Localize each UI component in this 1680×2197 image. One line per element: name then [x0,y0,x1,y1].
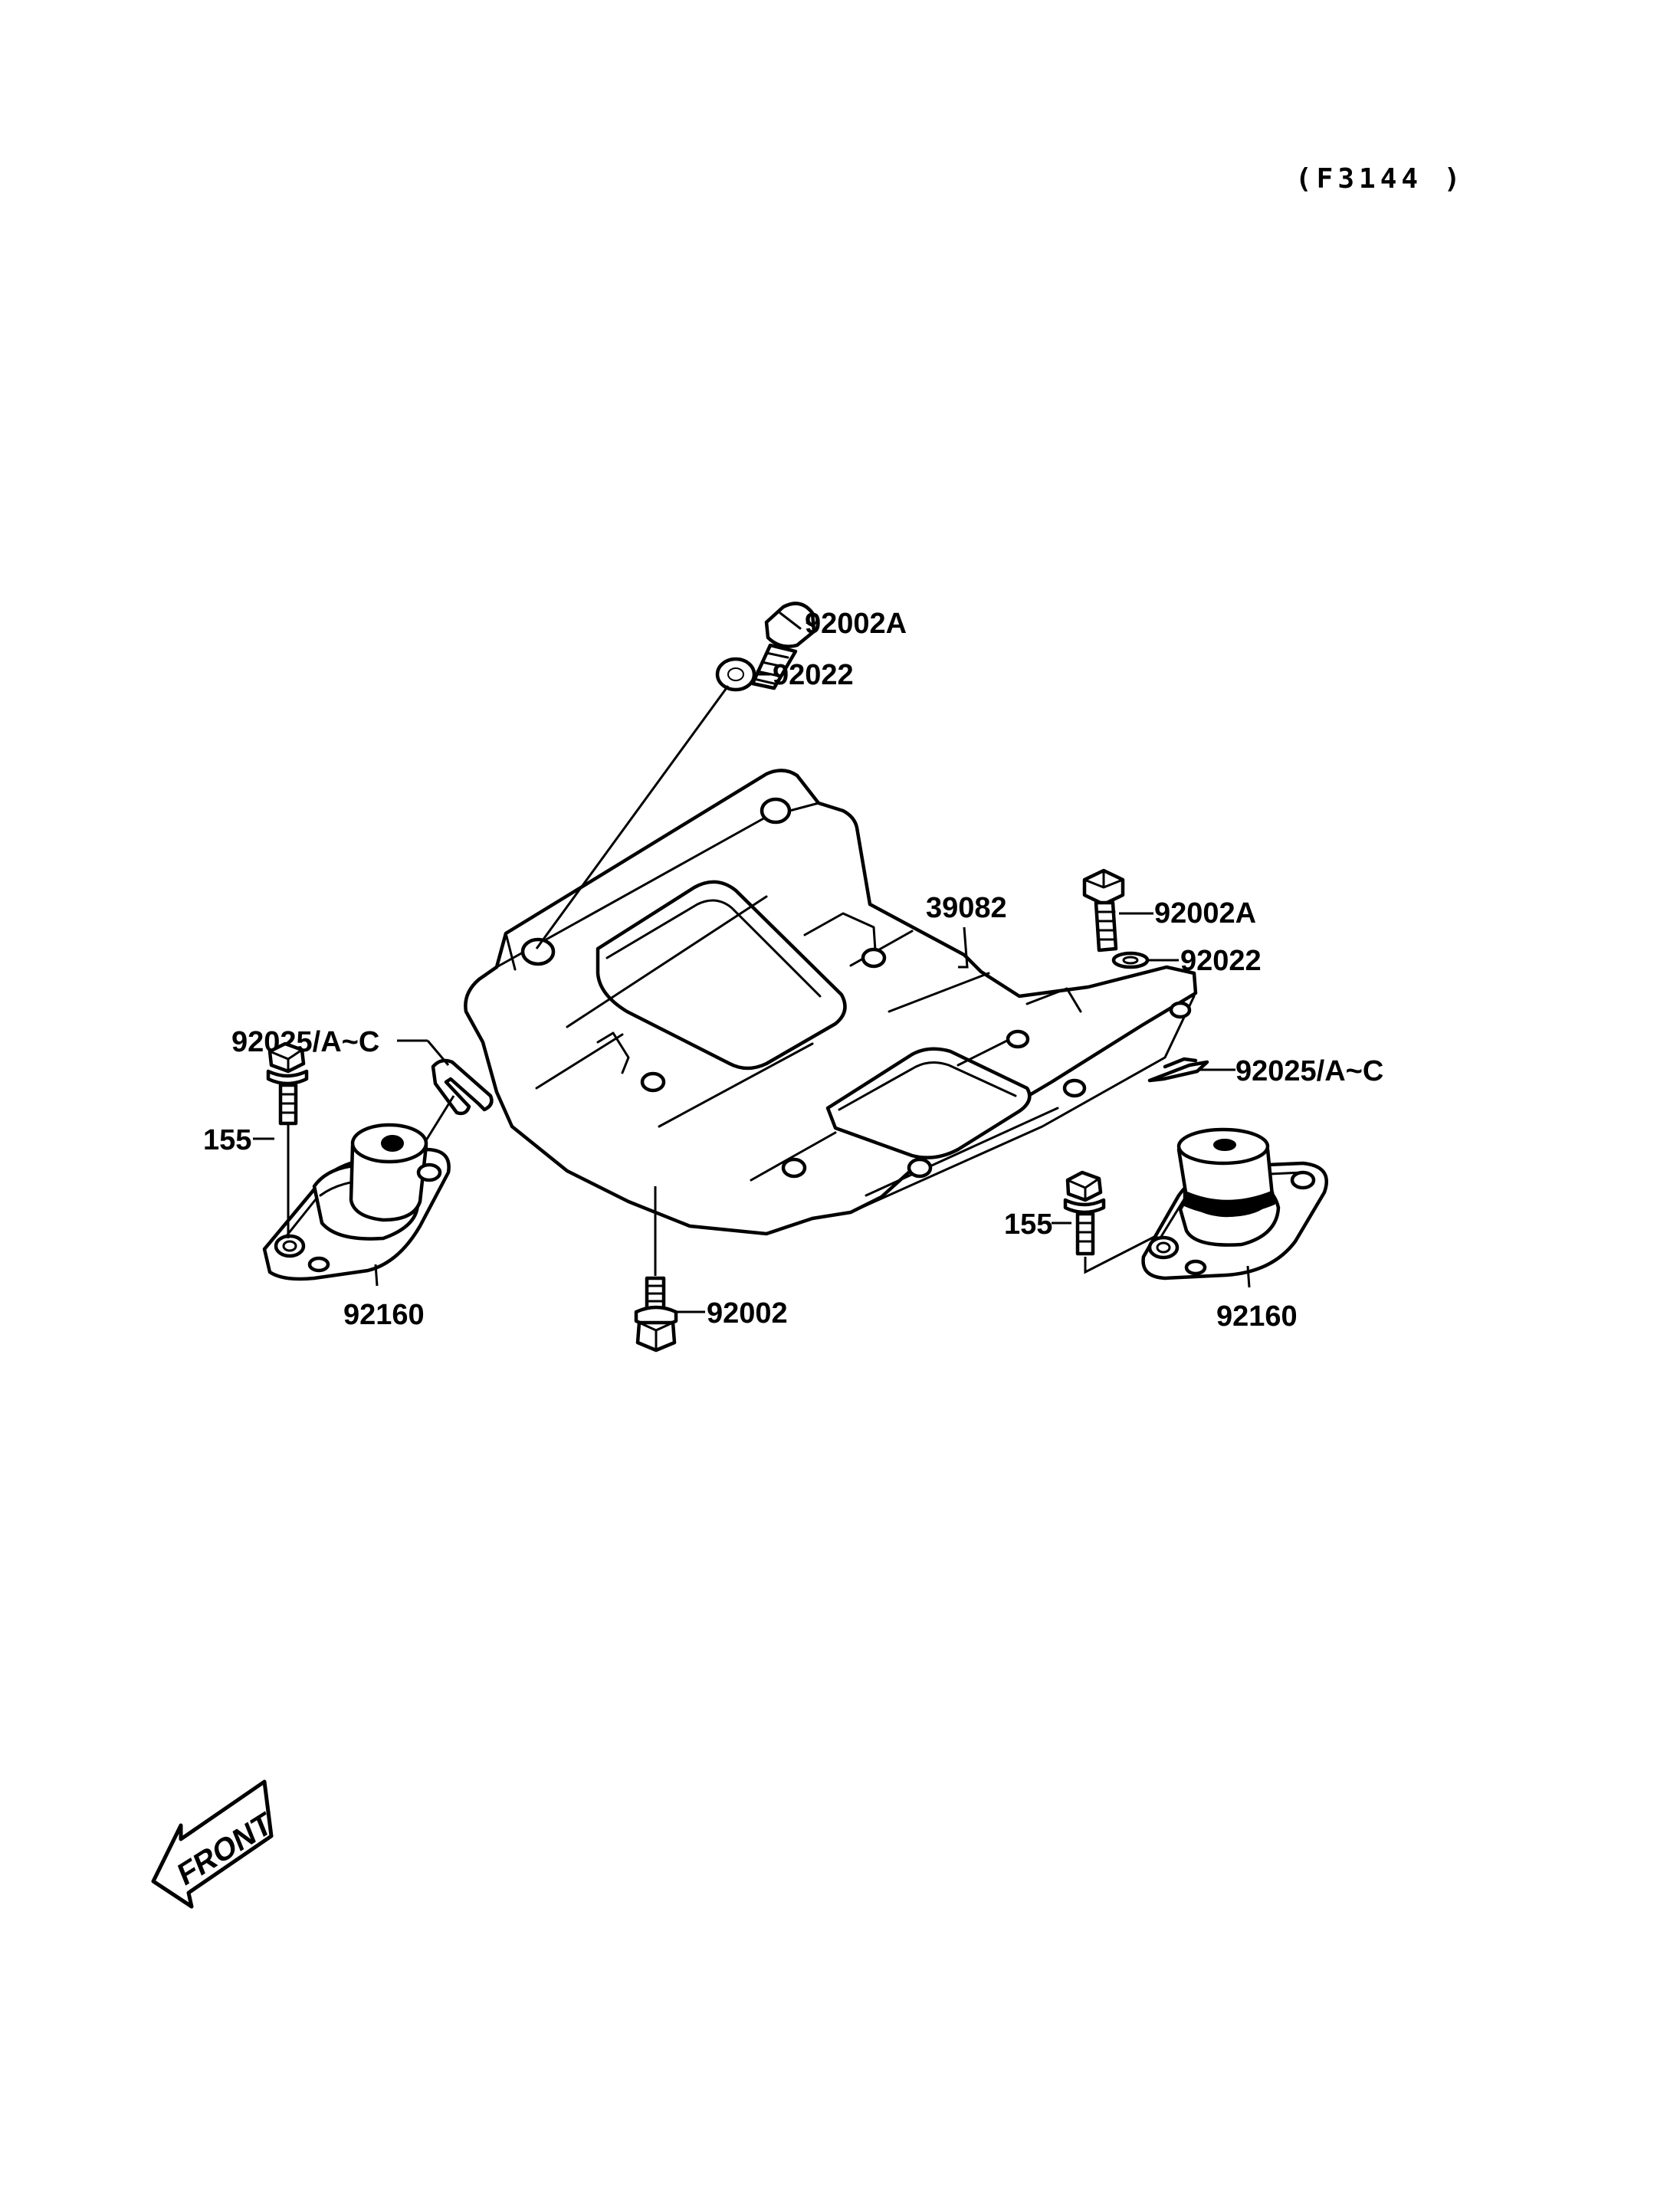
bottom-bolt [634,1276,678,1353]
label-screw-right: 155 [1004,1208,1052,1241]
right-washer [1111,951,1150,969]
label-shim-right: 92025/A~C [1235,1055,1383,1087]
label-bolt-bottom: 92002 [707,1297,788,1330]
right-shim [1147,1057,1209,1083]
label-washer-top: 92022 [773,659,854,691]
label-screw-left: 155 [203,1124,251,1156]
figure-code: (F3144 ) [1295,163,1465,195]
label-mount-right: 92160 [1216,1300,1298,1333]
top-washer [715,657,756,692]
left-shim [431,1058,494,1116]
label-mount-left: 92160 [343,1299,425,1331]
label-plate: 39082 [926,892,1007,924]
label-bolt-right: 92002A [1154,897,1256,930]
engine-mount-plate [464,769,1198,1236]
label-bolt-top: 92002A [805,608,907,640]
left-rubber-mount [262,1123,451,1281]
right-bolt [1082,868,1125,953]
label-shim-left: 92025/A~C [231,1026,379,1058]
right-screw [1063,1170,1106,1256]
left-screw [266,1041,309,1126]
right-rubber-mount [1141,1127,1329,1280]
top-bolt [750,602,816,690]
front-direction-arrow-icon: FRONT [151,1779,277,1909]
label-washer-right: 92022 [1180,945,1262,977]
